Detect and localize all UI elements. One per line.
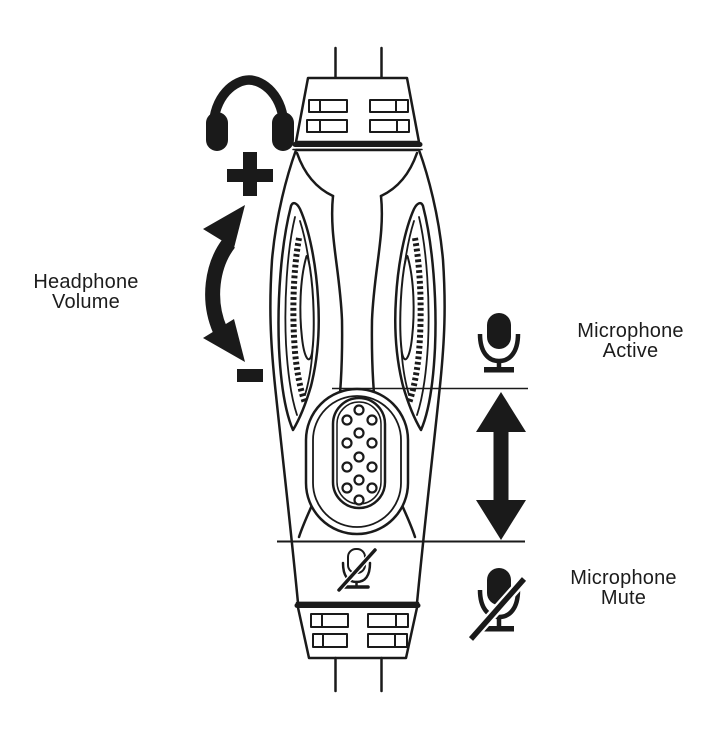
cable-top bbox=[334, 46, 383, 80]
top-connector-slats bbox=[306, 99, 410, 133]
headphone-volume-label: Headphone Volume bbox=[15, 272, 157, 312]
microphone-mute-label: Microphone Mute bbox=[551, 568, 696, 608]
mic-slider-grille bbox=[304, 387, 410, 536]
microphone-muted-icon bbox=[465, 568, 530, 645]
microphone-active-line1: Microphone bbox=[577, 320, 684, 342]
bottom-connector-slats bbox=[310, 613, 409, 648]
minus-icon bbox=[237, 369, 263, 382]
device-mute-print-icon bbox=[335, 545, 380, 594]
bottom-connector bbox=[294, 601, 421, 660]
microphone-active-label: Microphone Active bbox=[558, 321, 703, 361]
vertical-double-arrow-icon bbox=[476, 392, 526, 540]
headphones-icon bbox=[206, 75, 294, 151]
microphone-mute-line2: Mute bbox=[600, 587, 647, 609]
volume-wheel-left bbox=[277, 151, 344, 539]
microphone-icon bbox=[477, 313, 521, 373]
microphone-mute-line1: Microphone bbox=[570, 567, 677, 589]
headphone-volume-line1: Headphone bbox=[33, 271, 139, 293]
headphone-volume-line2: Volume bbox=[52, 291, 120, 313]
curved-double-arrow-icon bbox=[203, 205, 245, 362]
plus-icon bbox=[227, 152, 273, 196]
top-connector bbox=[292, 76, 423, 151]
cable-bottom bbox=[334, 656, 383, 693]
grille-holes bbox=[341, 404, 378, 506]
thumbwheel-teeth bbox=[290, 237, 308, 405]
microphone-active-line2: Active bbox=[602, 340, 659, 362]
